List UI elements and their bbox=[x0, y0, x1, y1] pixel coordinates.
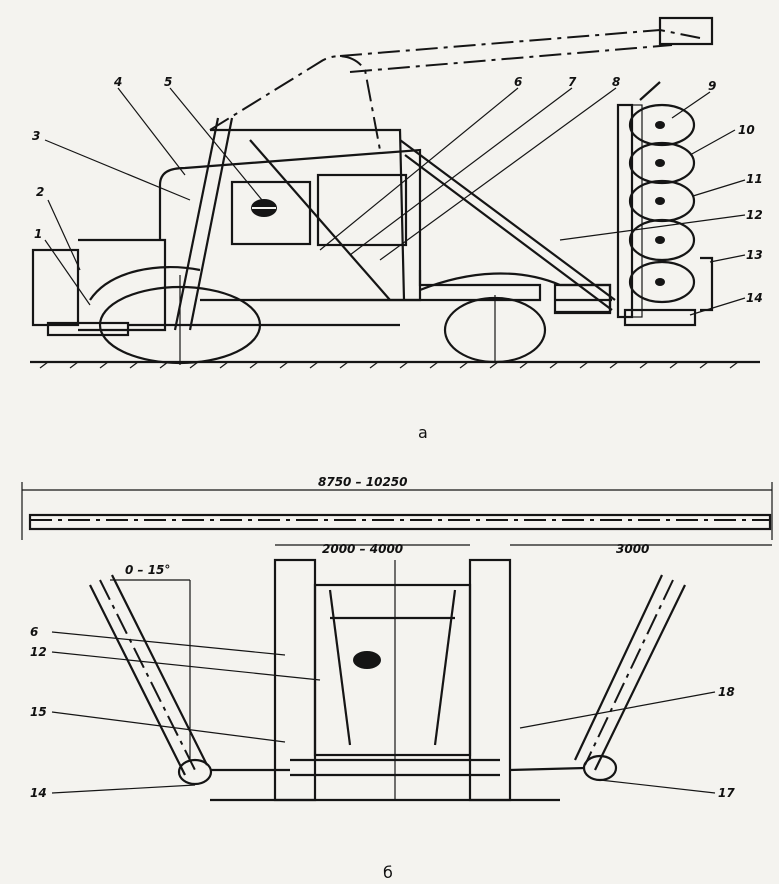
cab-window-left bbox=[230, 180, 312, 246]
callout-10: 10 bbox=[738, 123, 755, 137]
callout-9: 9 bbox=[708, 79, 716, 93]
callout-7: 7 bbox=[568, 75, 577, 89]
disc-hub bbox=[655, 159, 665, 167]
left-pivot bbox=[177, 758, 213, 786]
disc-hub bbox=[655, 197, 665, 205]
leader-lines-b bbox=[51, 631, 716, 794]
callout-2: 2 bbox=[36, 185, 44, 199]
callout-6: 6 bbox=[514, 75, 522, 89]
callout-5: 5 bbox=[164, 75, 172, 89]
raised-arm-outline bbox=[209, 55, 381, 151]
left-bank-center bbox=[99, 579, 196, 771]
left-bank-outer bbox=[89, 584, 186, 776]
long-boom-2 bbox=[404, 154, 613, 311]
callout-13: 13 bbox=[746, 248, 763, 262]
chassis-top bbox=[200, 270, 542, 302]
caption-a: а bbox=[418, 423, 428, 442]
front-weight bbox=[31, 248, 80, 327]
top-arm bbox=[639, 81, 661, 101]
hood-curve bbox=[89, 265, 201, 301]
callout-3: 3 bbox=[32, 129, 40, 143]
right-bank-outer bbox=[594, 584, 686, 771]
discs bbox=[628, 103, 696, 304]
leader-lines-a bbox=[44, 87, 746, 316]
callout-b-15: 15 bbox=[30, 705, 47, 719]
right-strut bbox=[433, 589, 457, 746]
front-emblem bbox=[353, 651, 381, 669]
callout-8: 8 bbox=[612, 75, 620, 89]
caption-b: б bbox=[383, 863, 393, 882]
right-bank-inner bbox=[574, 574, 663, 761]
long-boom bbox=[399, 139, 616, 301]
diag-strut bbox=[249, 139, 391, 301]
disc bbox=[628, 218, 696, 262]
raised-head bbox=[658, 16, 714, 46]
disc bbox=[628, 141, 696, 185]
overall-width-label: 8750 – 10250 bbox=[318, 475, 408, 489]
ground-hatching bbox=[39, 361, 739, 369]
bottom-skid bbox=[623, 308, 697, 327]
cab-front bbox=[313, 583, 472, 757]
cab-window-right bbox=[316, 173, 408, 247]
tractor-hood bbox=[78, 238, 167, 332]
callout-b-14: 14 bbox=[30, 786, 47, 800]
callout-b-12: 12 bbox=[30, 645, 47, 659]
raised-boom-outline-2 bbox=[349, 44, 673, 73]
side-guard bbox=[700, 256, 714, 312]
front-boom bbox=[173, 117, 220, 331]
angle-label: 0 – 15° bbox=[125, 563, 170, 577]
left-bank-inner bbox=[111, 574, 208, 766]
right-arm bbox=[509, 766, 586, 772]
disc-hub bbox=[655, 278, 665, 286]
callout-11: 11 bbox=[746, 172, 763, 186]
left-strut bbox=[328, 589, 352, 746]
disc-column-2 bbox=[631, 104, 643, 318]
callout-1: 1 bbox=[34, 227, 42, 241]
cab-frame bbox=[158, 148, 422, 302]
callout-b-18: 18 bbox=[718, 685, 735, 699]
track-width-label: 2000 – 4000 bbox=[322, 542, 403, 556]
disc-hub bbox=[655, 236, 665, 244]
front-boom-2 bbox=[188, 117, 234, 331]
offset-label: 3000 bbox=[616, 542, 649, 556]
rear-body bbox=[419, 272, 612, 314]
right-bank-center bbox=[584, 579, 674, 766]
top-frame bbox=[210, 128, 406, 301]
callout-4: 4 bbox=[113, 75, 122, 89]
rear-gearbox bbox=[553, 283, 612, 315]
front-view: 8750 – 10250 2000 – 4000 3000 bbox=[21, 475, 773, 882]
side-view: 1 2 3 4 5 6 7 8 9 10 11 12 13 14 а bbox=[30, 16, 763, 442]
callout-14: 14 bbox=[746, 291, 763, 305]
transport-bar bbox=[28, 513, 772, 531]
raised-boom-outline bbox=[339, 28, 701, 57]
disc-hub bbox=[655, 121, 665, 129]
disc bbox=[628, 103, 696, 147]
callout-12: 12 bbox=[746, 208, 763, 222]
disc bbox=[628, 260, 696, 304]
callout-b-17: 17 bbox=[718, 786, 735, 800]
callout-b-6: 6 bbox=[30, 625, 38, 639]
right-wheel-front bbox=[468, 558, 512, 802]
left-wheel-front bbox=[273, 558, 317, 802]
